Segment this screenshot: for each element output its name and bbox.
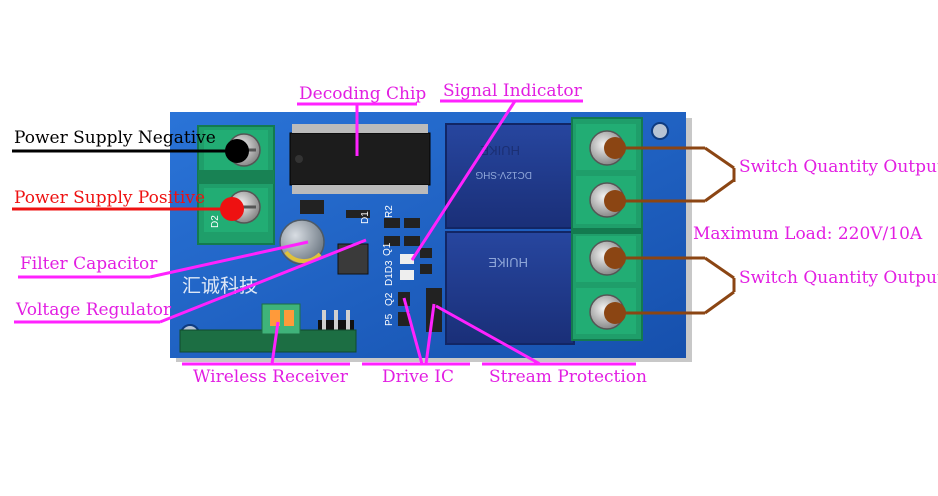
mount-hole-right: [651, 122, 669, 140]
label-switch-output-1: Switch Quantity Output: [739, 157, 938, 177]
decoding-chip: [289, 124, 431, 194]
silk-p5: P5: [384, 313, 395, 326]
label-voltage-regulator: Voltage Regulator: [16, 300, 172, 320]
silk-q2: Q2: [384, 292, 395, 306]
relay-bottom-brand: HUIKE: [488, 255, 528, 270]
label-filter-capacitor: Filter Capacitor: [20, 254, 158, 274]
output-dot-3: [604, 247, 626, 269]
wireless-receiver-module: [179, 303, 357, 353]
silk-q1: Q1: [382, 242, 393, 256]
output-wiring: [617, 146, 736, 315]
label-stream-protection: Stream Protection: [489, 367, 647, 387]
silk-d2: D2: [210, 215, 221, 228]
relay-top-brand: HUIKE: [480, 143, 520, 158]
label-signal-indicator: Signal Indicator: [443, 81, 582, 101]
label-decoding-chip: Decoding Chip: [299, 84, 427, 104]
output-dot-2: [604, 190, 626, 212]
positive-terminal-dot: [220, 197, 244, 221]
relay-bottom: HUIKE: [445, 231, 575, 345]
label-switch-output-2: Switch Quantity Output: [739, 268, 938, 288]
pin-header: [318, 310, 354, 334]
relay-top-model: DC12V-SHG: [475, 169, 532, 180]
silk-d1: D1: [360, 211, 371, 224]
label-wireless-receiver: Wireless Receiver: [193, 367, 348, 387]
label-power-positive: Power Supply Positive: [14, 188, 206, 208]
negative-terminal-dot: [225, 139, 249, 163]
label-power-negative: Power Supply Negative: [14, 128, 216, 148]
output-dot-4: [604, 302, 626, 324]
label-drive-ic: Drive IC: [382, 367, 454, 387]
silk-r2: R2: [384, 205, 395, 218]
silk-d3: D1D3: [384, 260, 395, 286]
annotation-lines: [14, 99, 636, 366]
smd-components: [300, 200, 442, 332]
output-dot-1: [604, 137, 626, 159]
label-max-load: Maximum Load: 220V/10A: [693, 224, 923, 244]
